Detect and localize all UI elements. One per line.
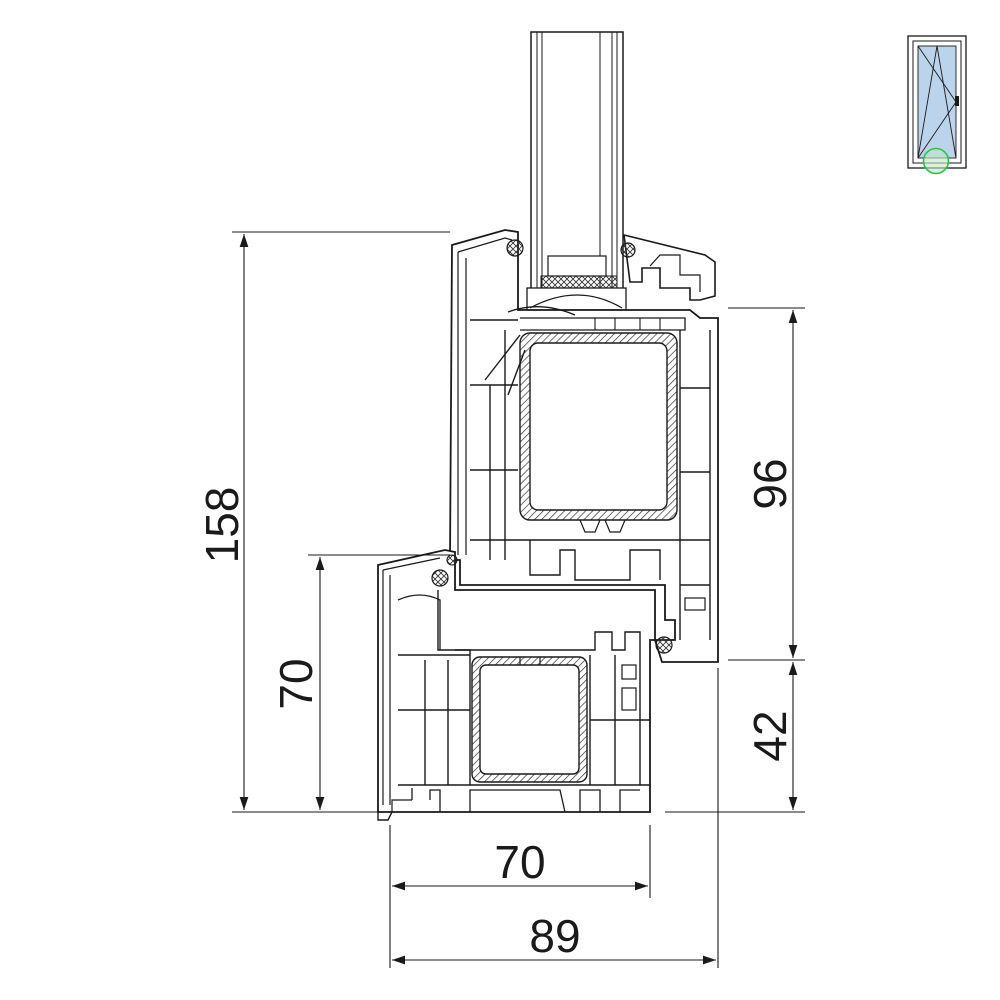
dim-sash-height: 96 — [744, 458, 796, 509]
dim-frame-depth: 70 — [494, 836, 545, 888]
dimension-lines — [232, 231, 805, 968]
sash-reinforcement — [519, 332, 678, 533]
dim-overlap-height: 42 — [744, 710, 796, 761]
glazing-unit — [526, 31, 627, 311]
dim-total-height: 158 — [196, 487, 248, 564]
tilt-turn-window-icon — [907, 35, 967, 169]
frame-reinforcement — [471, 656, 588, 783]
dim-frame-height: 70 — [270, 658, 322, 709]
green-circle-marker — [922, 147, 950, 175]
dim-total-depth: 89 — [529, 910, 580, 962]
